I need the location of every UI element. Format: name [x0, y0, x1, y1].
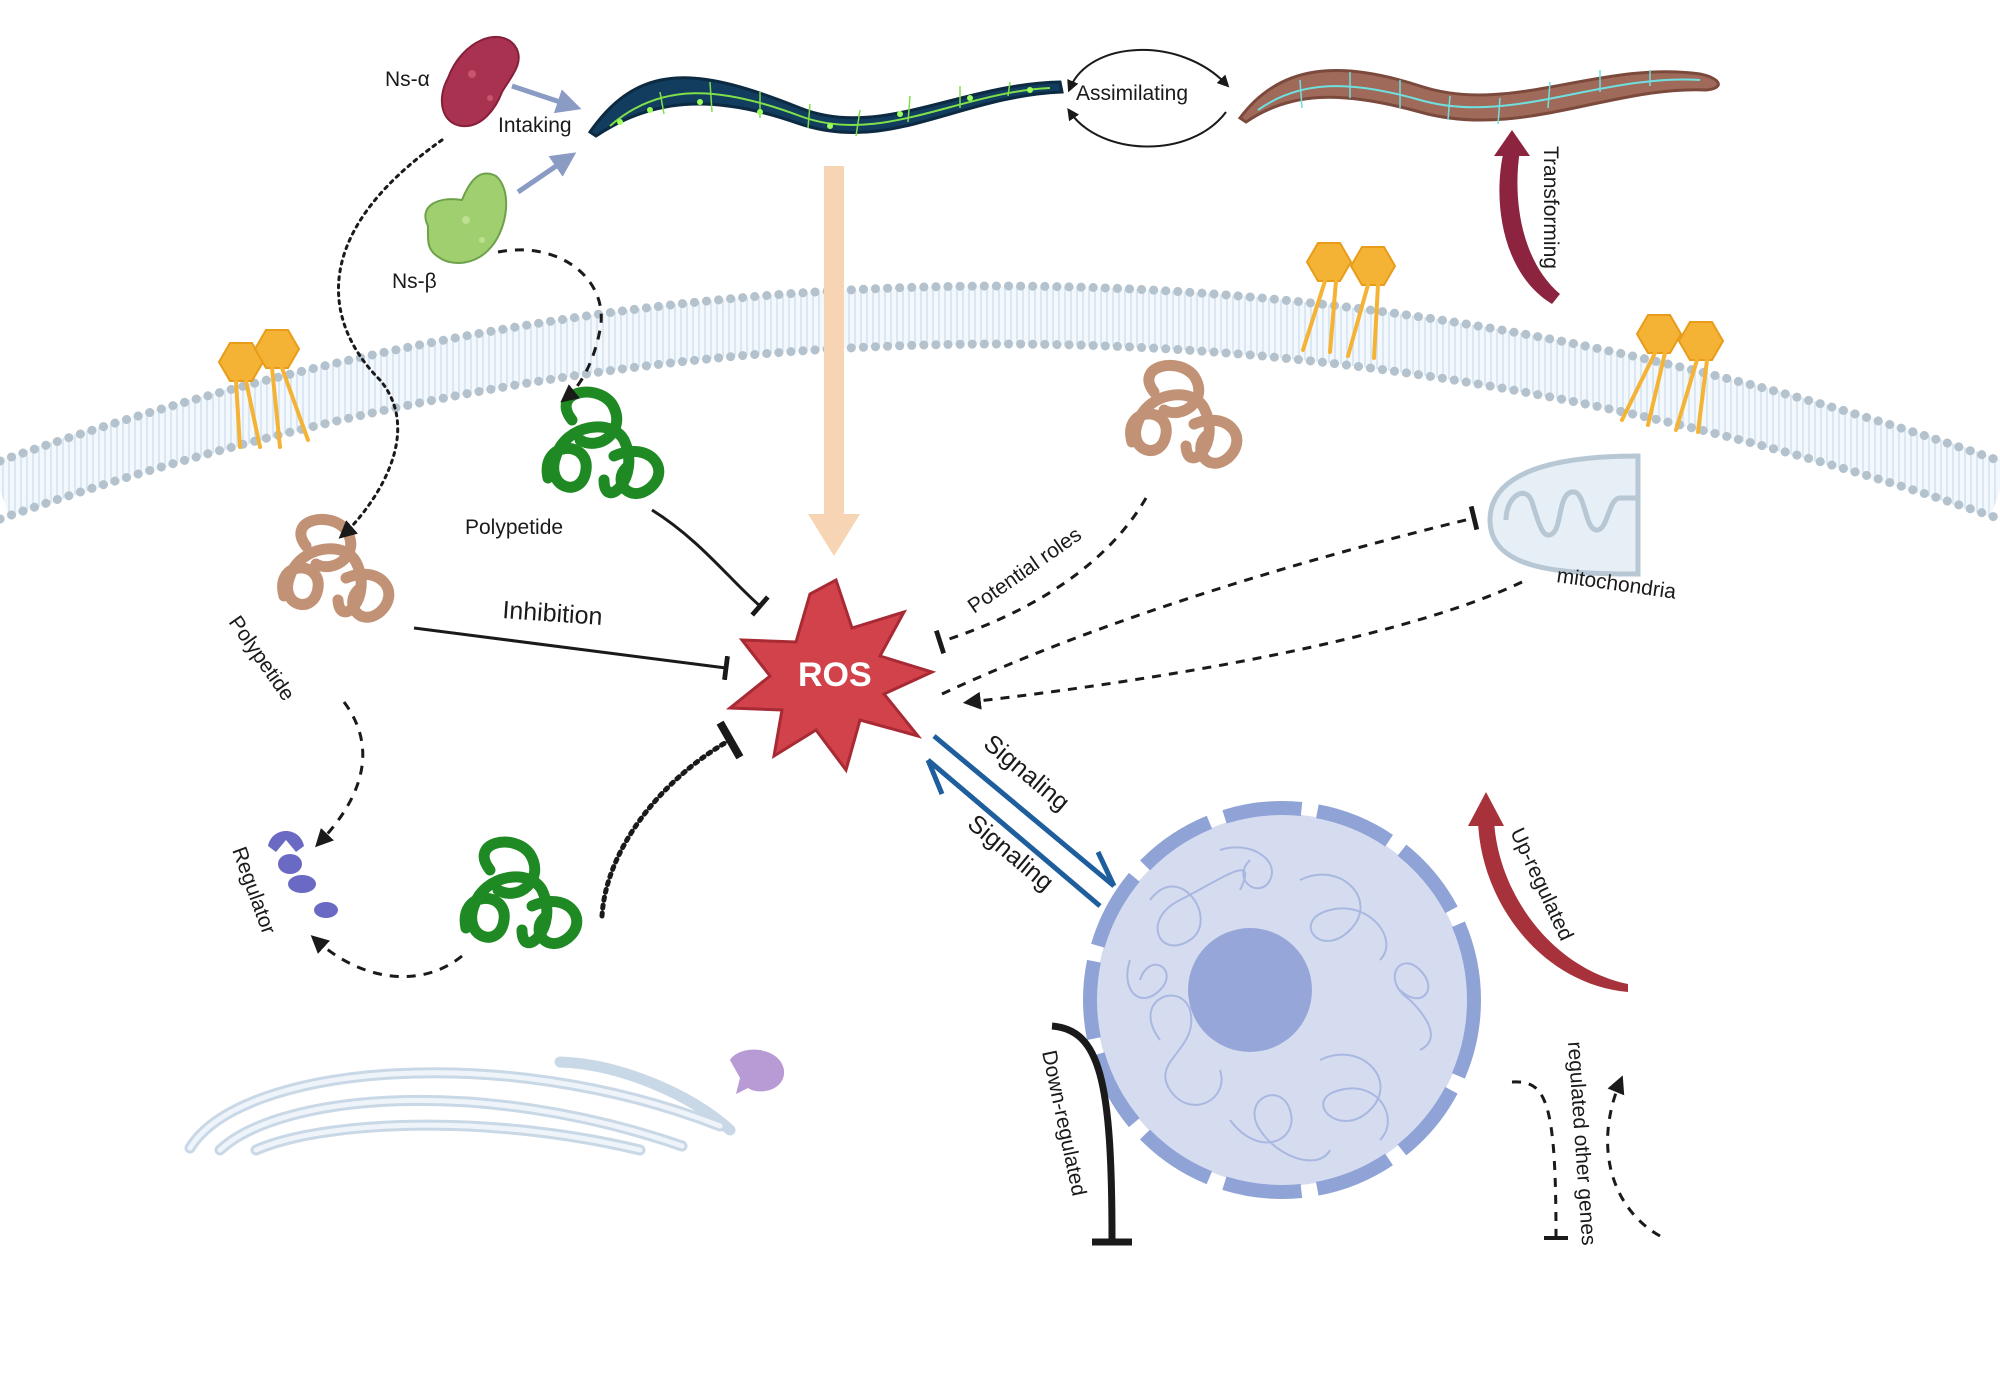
transforming-arrow	[1494, 130, 1560, 304]
ns-beta-label: Ns-β	[392, 270, 437, 293]
intake-arrow-beta	[516, 152, 577, 195]
vesicle-protein	[730, 1049, 785, 1094]
polypetide-brown-right	[1125, 359, 1243, 469]
assimilating-cycle	[1067, 48, 1230, 148]
polypetide-brown-label: Polypetide	[224, 612, 299, 706]
ns-alpha-label: Ns-α	[385, 68, 430, 91]
signaling-upper-label: Signaling	[978, 729, 1075, 817]
worm-brown	[1237, 68, 1720, 125]
polypetide-brown-left	[277, 513, 395, 623]
bottom-polypetide-inhibition	[599, 720, 744, 919]
ns-alpha-path	[337, 138, 444, 539]
ros-to-mitochondria-line	[941, 505, 1480, 696]
signaling-lower-label: Signaling	[962, 809, 1059, 897]
bottom-polypetide-to-regulator	[310, 935, 463, 979]
ns-beta-particle	[424, 172, 508, 264]
polypetide-to-regulator	[315, 701, 365, 848]
ros-generation-arrow	[808, 166, 860, 556]
polypetide-green-label: Polypetide	[465, 516, 563, 539]
ros-label: ROS	[798, 656, 872, 694]
down-regulated-label: Down-regulated	[1037, 1048, 1090, 1198]
mitochondria-to-ros-arrow	[962, 580, 1523, 710]
inhibition-label: Inhibition	[502, 596, 604, 631]
intake-arrow-alpha	[511, 83, 582, 114]
nucleus	[1083, 801, 1481, 1199]
assimilating-label: Assimilating	[1076, 82, 1188, 105]
potential-roles-label: Potential roles	[964, 523, 1086, 618]
regulator-protein	[268, 831, 338, 918]
transforming-label: Transforming	[1539, 146, 1562, 269]
polypetide-green-top	[541, 386, 665, 500]
membrane-receptor-left	[217, 329, 310, 449]
ns-beta-path	[497, 248, 603, 403]
signaling-arrow-down	[932, 734, 1117, 888]
signaling-arrow-up	[925, 758, 1102, 908]
intaking-label: Intaking	[498, 114, 572, 137]
polypetide-inhibition-line	[651, 508, 770, 617]
regulated-other-genes-arrows	[1511, 1075, 1661, 1240]
inhibition-line	[413, 626, 730, 681]
mitochondria	[1487, 453, 1641, 577]
polypetide-green-bottom	[459, 836, 583, 950]
membrane-receptor-middle	[1301, 242, 1397, 360]
ns-alpha-particle	[440, 36, 520, 128]
up-regulated-arrow	[1468, 792, 1628, 992]
er-inner	[187, 1070, 723, 1153]
membrane-receptor-right	[1620, 314, 1725, 434]
regulator-label: Regulator	[227, 844, 280, 937]
down-regulated-arrow	[1051, 1022, 1132, 1246]
worm-blue	[587, 76, 1064, 138]
ros-star	[725, 577, 937, 774]
regulated-other-genes-label: regulated other genes	[1563, 1041, 1600, 1246]
